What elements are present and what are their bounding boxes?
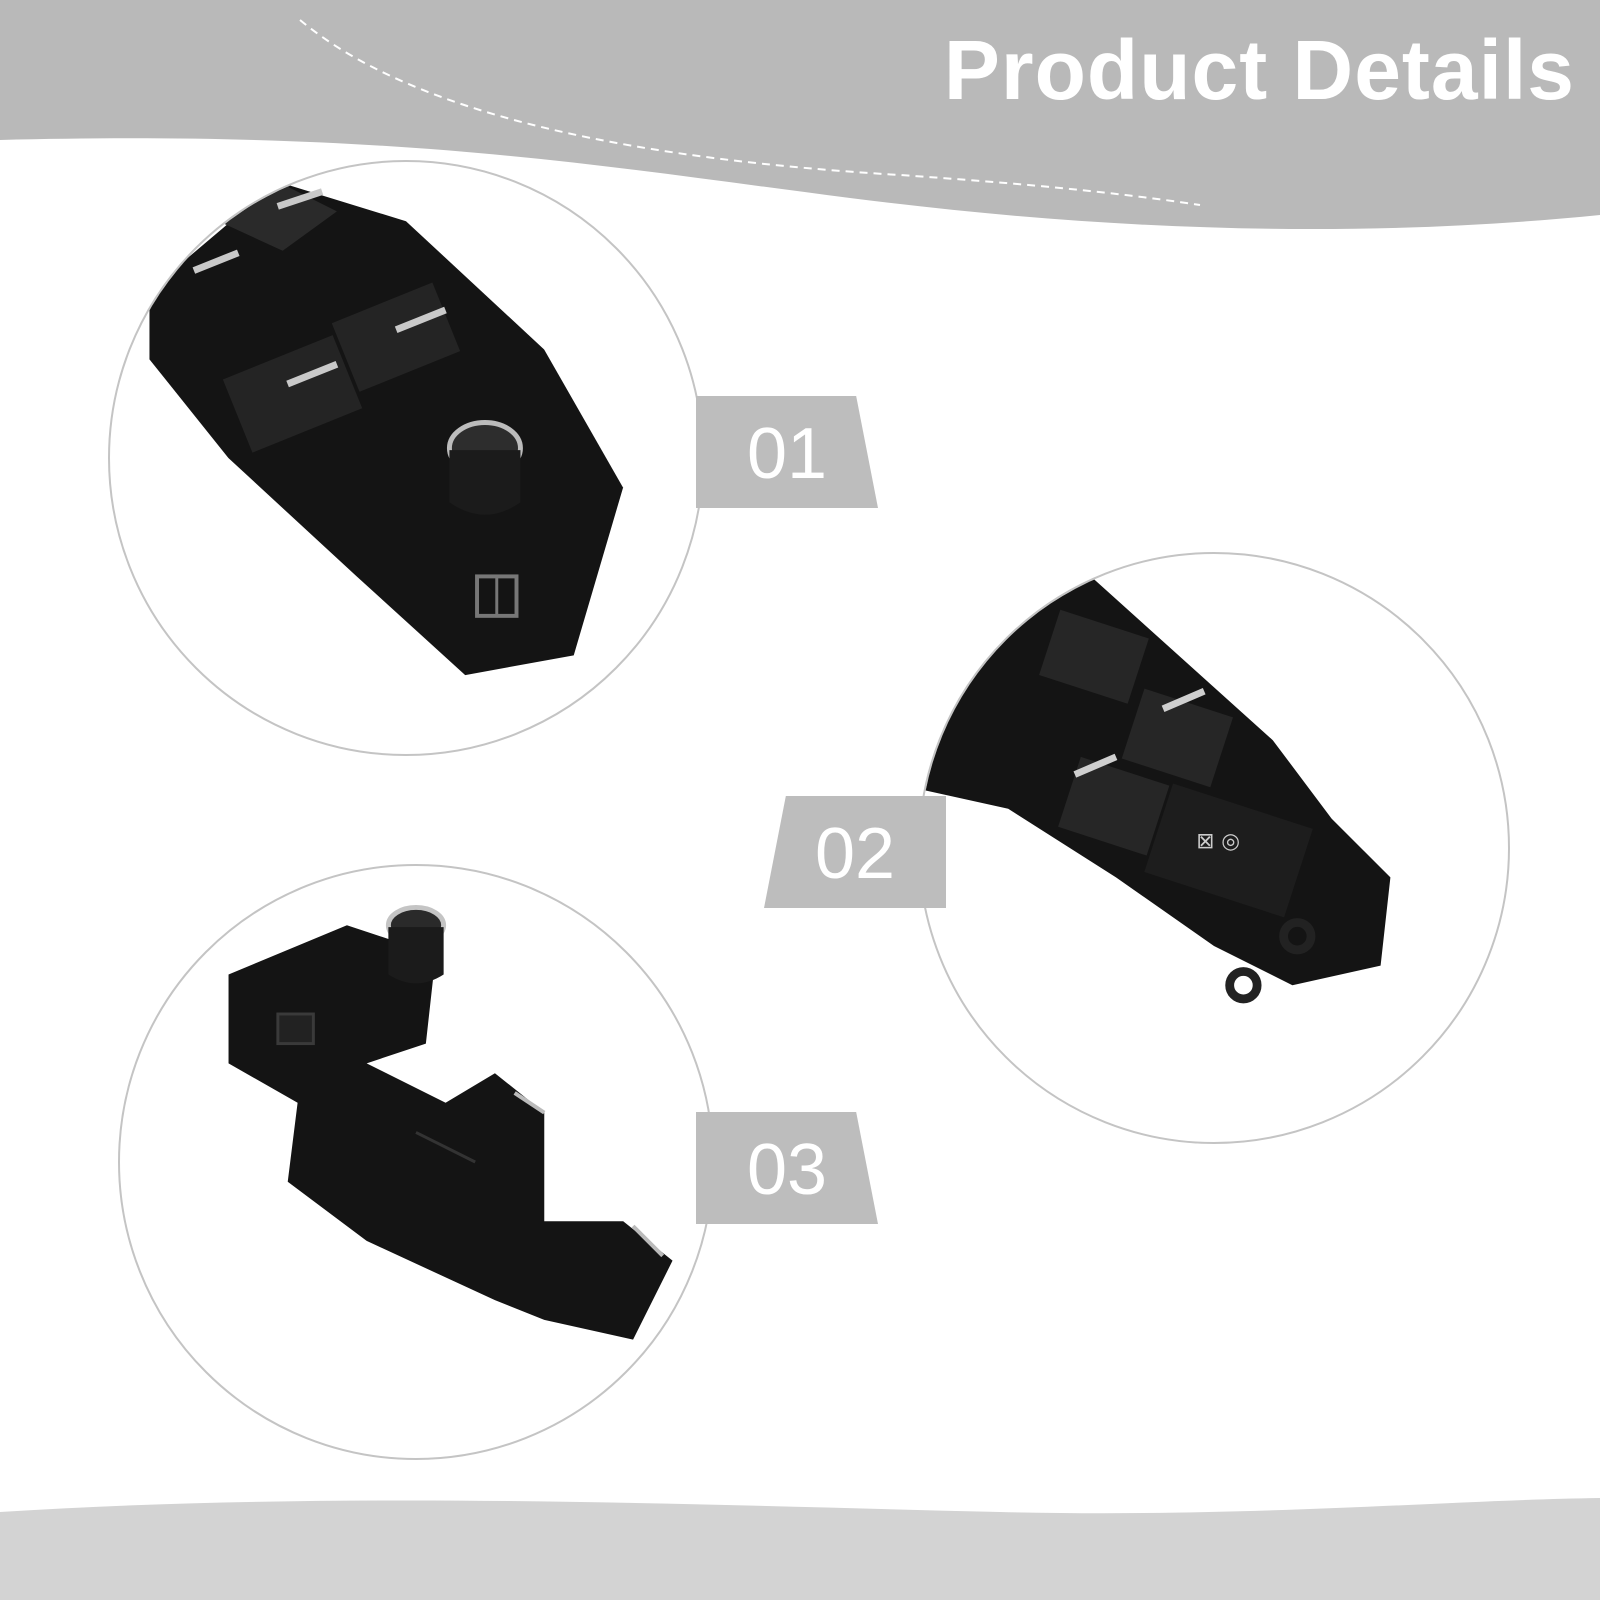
detail-image-01 xyxy=(108,160,704,756)
window-switch-closeup-03 xyxy=(228,904,673,1340)
page-title: Product Details xyxy=(943,23,1575,117)
detail-number-02: 02 xyxy=(764,796,946,908)
detail-image-02: ⊠ ◎ xyxy=(918,552,1510,1144)
window-switch-closeup-02: ⊠ ◎ xyxy=(920,563,1391,1004)
detail-number-01: 01 xyxy=(696,396,878,508)
window-switch-closeup-01 xyxy=(149,181,624,676)
bottom-wave xyxy=(0,1498,1600,1600)
svg-text:⊠ ◎: ⊠ ◎ xyxy=(1196,829,1240,854)
detail-image-03 xyxy=(118,864,714,1460)
top-banner-wave xyxy=(0,0,1600,230)
detail-number-03: 03 xyxy=(696,1112,878,1224)
dashed-curve xyxy=(299,19,1201,206)
